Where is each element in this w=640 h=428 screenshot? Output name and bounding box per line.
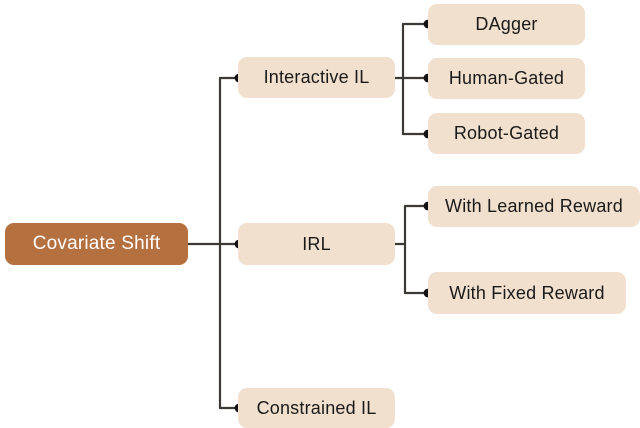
node-label: With Learned Reward	[445, 196, 623, 216]
node-constrained-il[interactable]: Constrained IL	[238, 388, 395, 428]
node-label: DAgger	[475, 14, 538, 34]
node-human-gated[interactable]: Human-Gated	[428, 58, 585, 99]
node-label: Interactive IL	[263, 67, 370, 87]
node-label: IRL	[302, 233, 331, 254]
node-label: Constrained IL	[256, 397, 377, 418]
node-label: Human-Gated	[448, 68, 565, 88]
node-robot-gated[interactable]: Robot-Gated	[428, 113, 585, 154]
node-with-fixed-reward[interactable]: With Fixed Reward	[428, 272, 626, 314]
node-with-learned-reward[interactable]: With Learned Reward	[428, 186, 640, 227]
node-label: Robot-Gated	[453, 123, 560, 143]
node-label: Covariate Shift	[32, 233, 161, 254]
node-dagger[interactable]: DAgger	[428, 4, 585, 45]
node-irl[interactable]: IRL	[238, 223, 395, 265]
node-interactive-il[interactable]: Interactive IL	[238, 57, 395, 98]
node-covariate-shift[interactable]: Covariate Shift	[5, 223, 188, 265]
node-label: With Fixed Reward	[449, 282, 605, 303]
